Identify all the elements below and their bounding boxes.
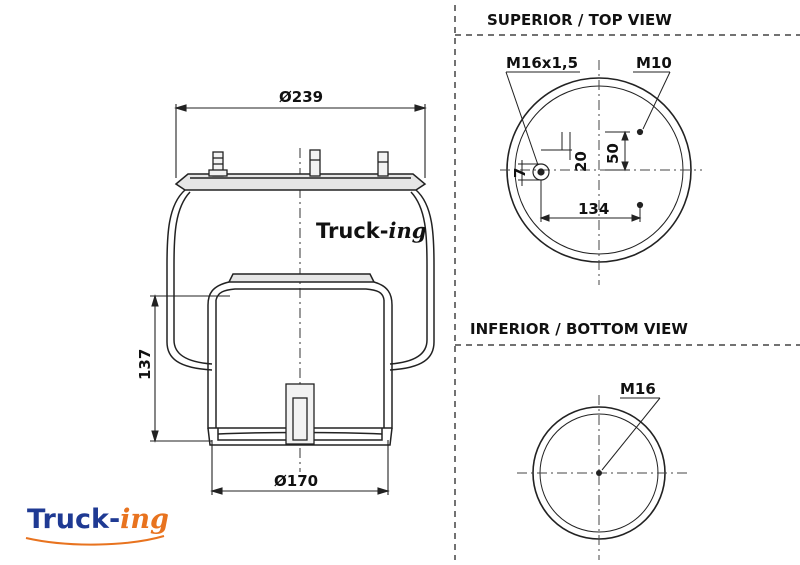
thread-secondary-label: M10 xyxy=(636,54,672,72)
dim-20 xyxy=(541,132,572,160)
bottom-thread-label: M16 xyxy=(620,380,656,398)
top-studs xyxy=(208,149,389,177)
dim-50-label: 50 xyxy=(604,143,622,164)
logo-main-text: Truck- xyxy=(27,504,120,535)
dim-20-label: 20 xyxy=(572,151,590,172)
bottom-diameter-dimension xyxy=(210,440,390,495)
thread-main-label: M16x1,5 xyxy=(506,54,578,72)
side-view: Truck-ing Ø239 Ø170 137 xyxy=(136,88,435,495)
dim-134 xyxy=(539,180,642,222)
logo-script-text: ing xyxy=(120,504,169,535)
top-view-leaders xyxy=(505,71,671,166)
dim-7-label: 7 xyxy=(511,168,529,178)
logo-swoosh xyxy=(25,535,165,546)
bottom-diameter-label: Ø170 xyxy=(274,472,318,490)
height-label: 137 xyxy=(136,349,154,380)
dim-134-label: 134 xyxy=(578,200,609,218)
dim-7 xyxy=(518,160,541,186)
top-view-centerlines xyxy=(500,60,702,285)
top-view-heading: SUPERIOR / TOP VIEW xyxy=(487,11,672,29)
logo: Truck-ing xyxy=(25,504,169,546)
bottom-stud-point xyxy=(596,470,602,476)
bottom-view: INFERIOR / BOTTOM VIEW M16 xyxy=(470,320,690,560)
top-plate xyxy=(174,173,427,191)
bottom-view-centerlines xyxy=(517,395,690,560)
height-dimension xyxy=(150,294,230,443)
dim-50 xyxy=(605,130,630,172)
top-diameter-dimension xyxy=(174,104,427,178)
bottom-stud xyxy=(285,383,315,445)
section-dividers xyxy=(454,5,800,560)
bottom-view-leader xyxy=(601,397,661,471)
body-brand: Truck-ing xyxy=(316,218,426,243)
bottom-view-heading: INFERIOR / BOTTOM VIEW xyxy=(470,320,688,338)
svg-text:Truck-ing: Truck-ing xyxy=(27,504,169,535)
top-diameter-label: Ø239 xyxy=(279,88,323,106)
bellow xyxy=(166,189,435,371)
top-view: SUPERIOR / TOP VIEW xyxy=(487,11,702,285)
